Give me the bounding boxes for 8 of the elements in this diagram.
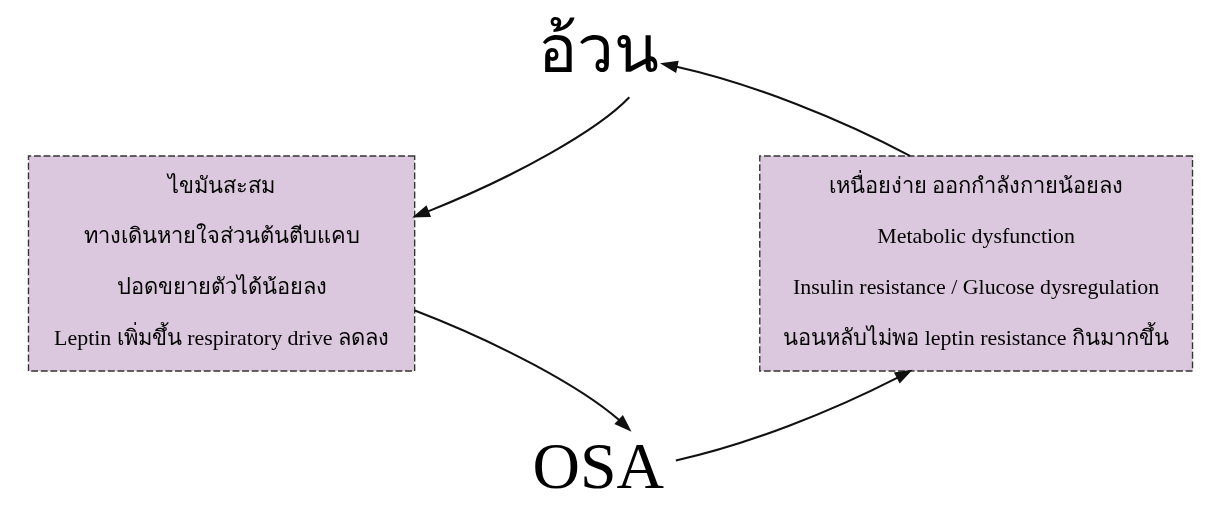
- arrow: [659, 60, 911, 157]
- arrow: [414, 309, 632, 432]
- arrow: [675, 369, 913, 462]
- node-text: อ้วน: [537, 12, 659, 86]
- node-text: OSA: [532, 428, 664, 502]
- node-box: เหนื่อยง่าย ออกกำลังกายน้อยลง Metabolic dysfunction Insulin resistance / Glucose dysregulation นอนหลับไม่พอ leptin resistance กินมากขึ้น: [759, 155, 1194, 372]
- node-box: ไขมันสะสม ทางเดินหายใจส่วนต้นตีบแคบ ปอดขยายตัวได้น้อยลง Leptin เพิ่มขึ้น respiratory drive ลดลง: [27, 155, 416, 372]
- arrow: [412, 96, 630, 218]
